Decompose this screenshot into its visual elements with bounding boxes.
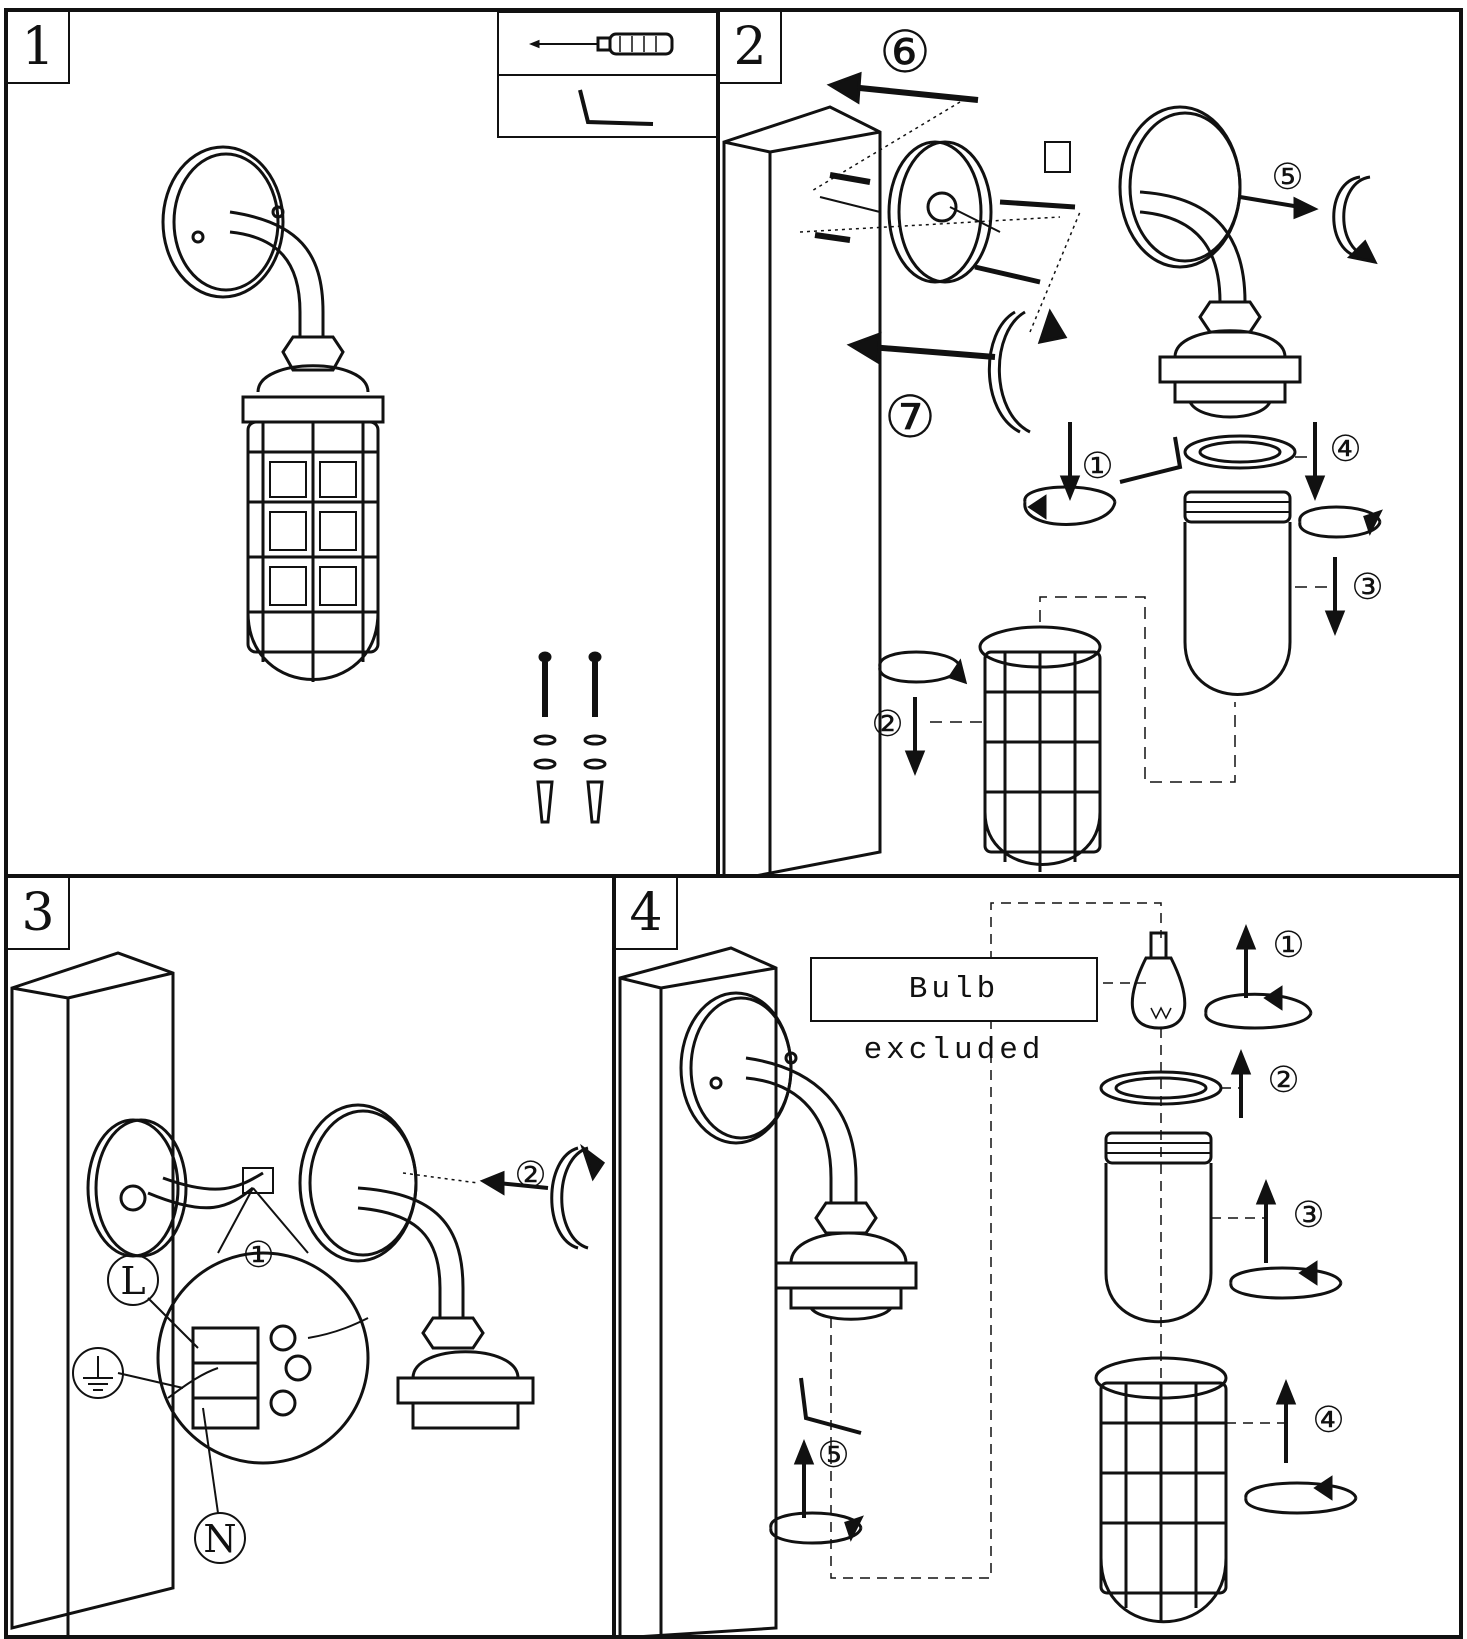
cage-guard [1094,1356,1228,1624]
arrow-7-icon [846,331,996,365]
dotted-guides [799,101,1081,333]
bulb-excluded-label: Bulb excluded [810,957,1098,1068]
wall-block [618,946,778,1635]
step-3-number: 3 [8,878,70,950]
step-1-number: 1 [8,12,70,84]
neutral-label: N [203,1517,237,1561]
arrow-2-icon [1230,1048,1252,1118]
step-3-illustration [10,951,606,1635]
allen-key-icon [799,1377,862,1435]
rotate-arrow-7-icon [987,308,1068,434]
callout-2: ② [871,704,904,745]
arrow-2-icon [878,650,968,777]
lamp-body-exploded [1044,105,1302,419]
callout-3: ③ [1351,567,1384,608]
earth-symbol-icon [72,1347,124,1399]
callout-1: ① [1081,446,1114,487]
callout-5: ⑤ [1271,157,1304,198]
arrow-6-icon [826,71,979,105]
arrow-1-icon [1204,923,1313,1030]
glass-shade [1104,1131,1213,1324]
live-circle [107,1254,159,1306]
step-1-panel: 1 [4,8,720,878]
wire-leaders [117,1297,219,1514]
arrow-1-icon [1023,422,1117,526]
dotted-guides [402,1172,479,1184]
callout-1: ① [242,1235,275,1276]
cage-guard [978,625,1102,872]
callout-4: ④ [1312,1400,1345,1441]
step-2-number: 2 [720,12,782,84]
arrow-2-icon [479,1143,606,1250]
step-3-panel: 3 [4,874,616,1639]
callout-3: ③ [1292,1195,1325,1236]
step-4-illustration [618,902,1358,1635]
callout-5: ⑤ [817,1435,850,1476]
callout-4: ④ [1329,429,1362,470]
wiring-detail-circle [156,1187,370,1465]
arrow-5-icon [769,1438,864,1545]
arrow-4-icon [1244,1378,1358,1515]
screws-and-anchors-icon [533,651,607,824]
mounting-plate [819,140,1001,284]
arrow-3-icon [1229,1178,1343,1300]
step-2-panel: 2 [716,8,1463,878]
step-4-number: 4 [616,878,678,950]
live-label: L [120,1259,146,1303]
arrow-5-icon [1239,175,1378,265]
wall-block [722,105,882,874]
callout-1: ① [1272,925,1305,966]
wall-block [10,951,175,1635]
step-4-panel: 4 [612,874,1463,1639]
arrow-3-icon [1324,557,1346,637]
lamp-body [298,1103,535,1430]
dashed-guides [930,456,1335,783]
allen-key-icon [578,89,654,126]
wall-lamp-assembled [161,145,385,682]
callout-6: ⑥ [879,18,931,86]
callout-2: ② [1267,1060,1300,1101]
wall-lamp-mounted [679,991,918,1321]
neutral-circle [194,1512,246,1564]
step-2-illustration [722,71,1383,874]
tools-box [497,12,716,138]
callout-2: ② [514,1155,547,1196]
callout-7: ⑦ [884,383,936,451]
screwdriver-icon [528,32,674,56]
glass-shade [1183,490,1292,696]
step-1-illustration [161,12,716,824]
gasket [1183,434,1297,470]
arrow-4-icon [1298,422,1383,539]
bulb-icon [1130,931,1187,1030]
allen-key-icon [1119,436,1183,484]
